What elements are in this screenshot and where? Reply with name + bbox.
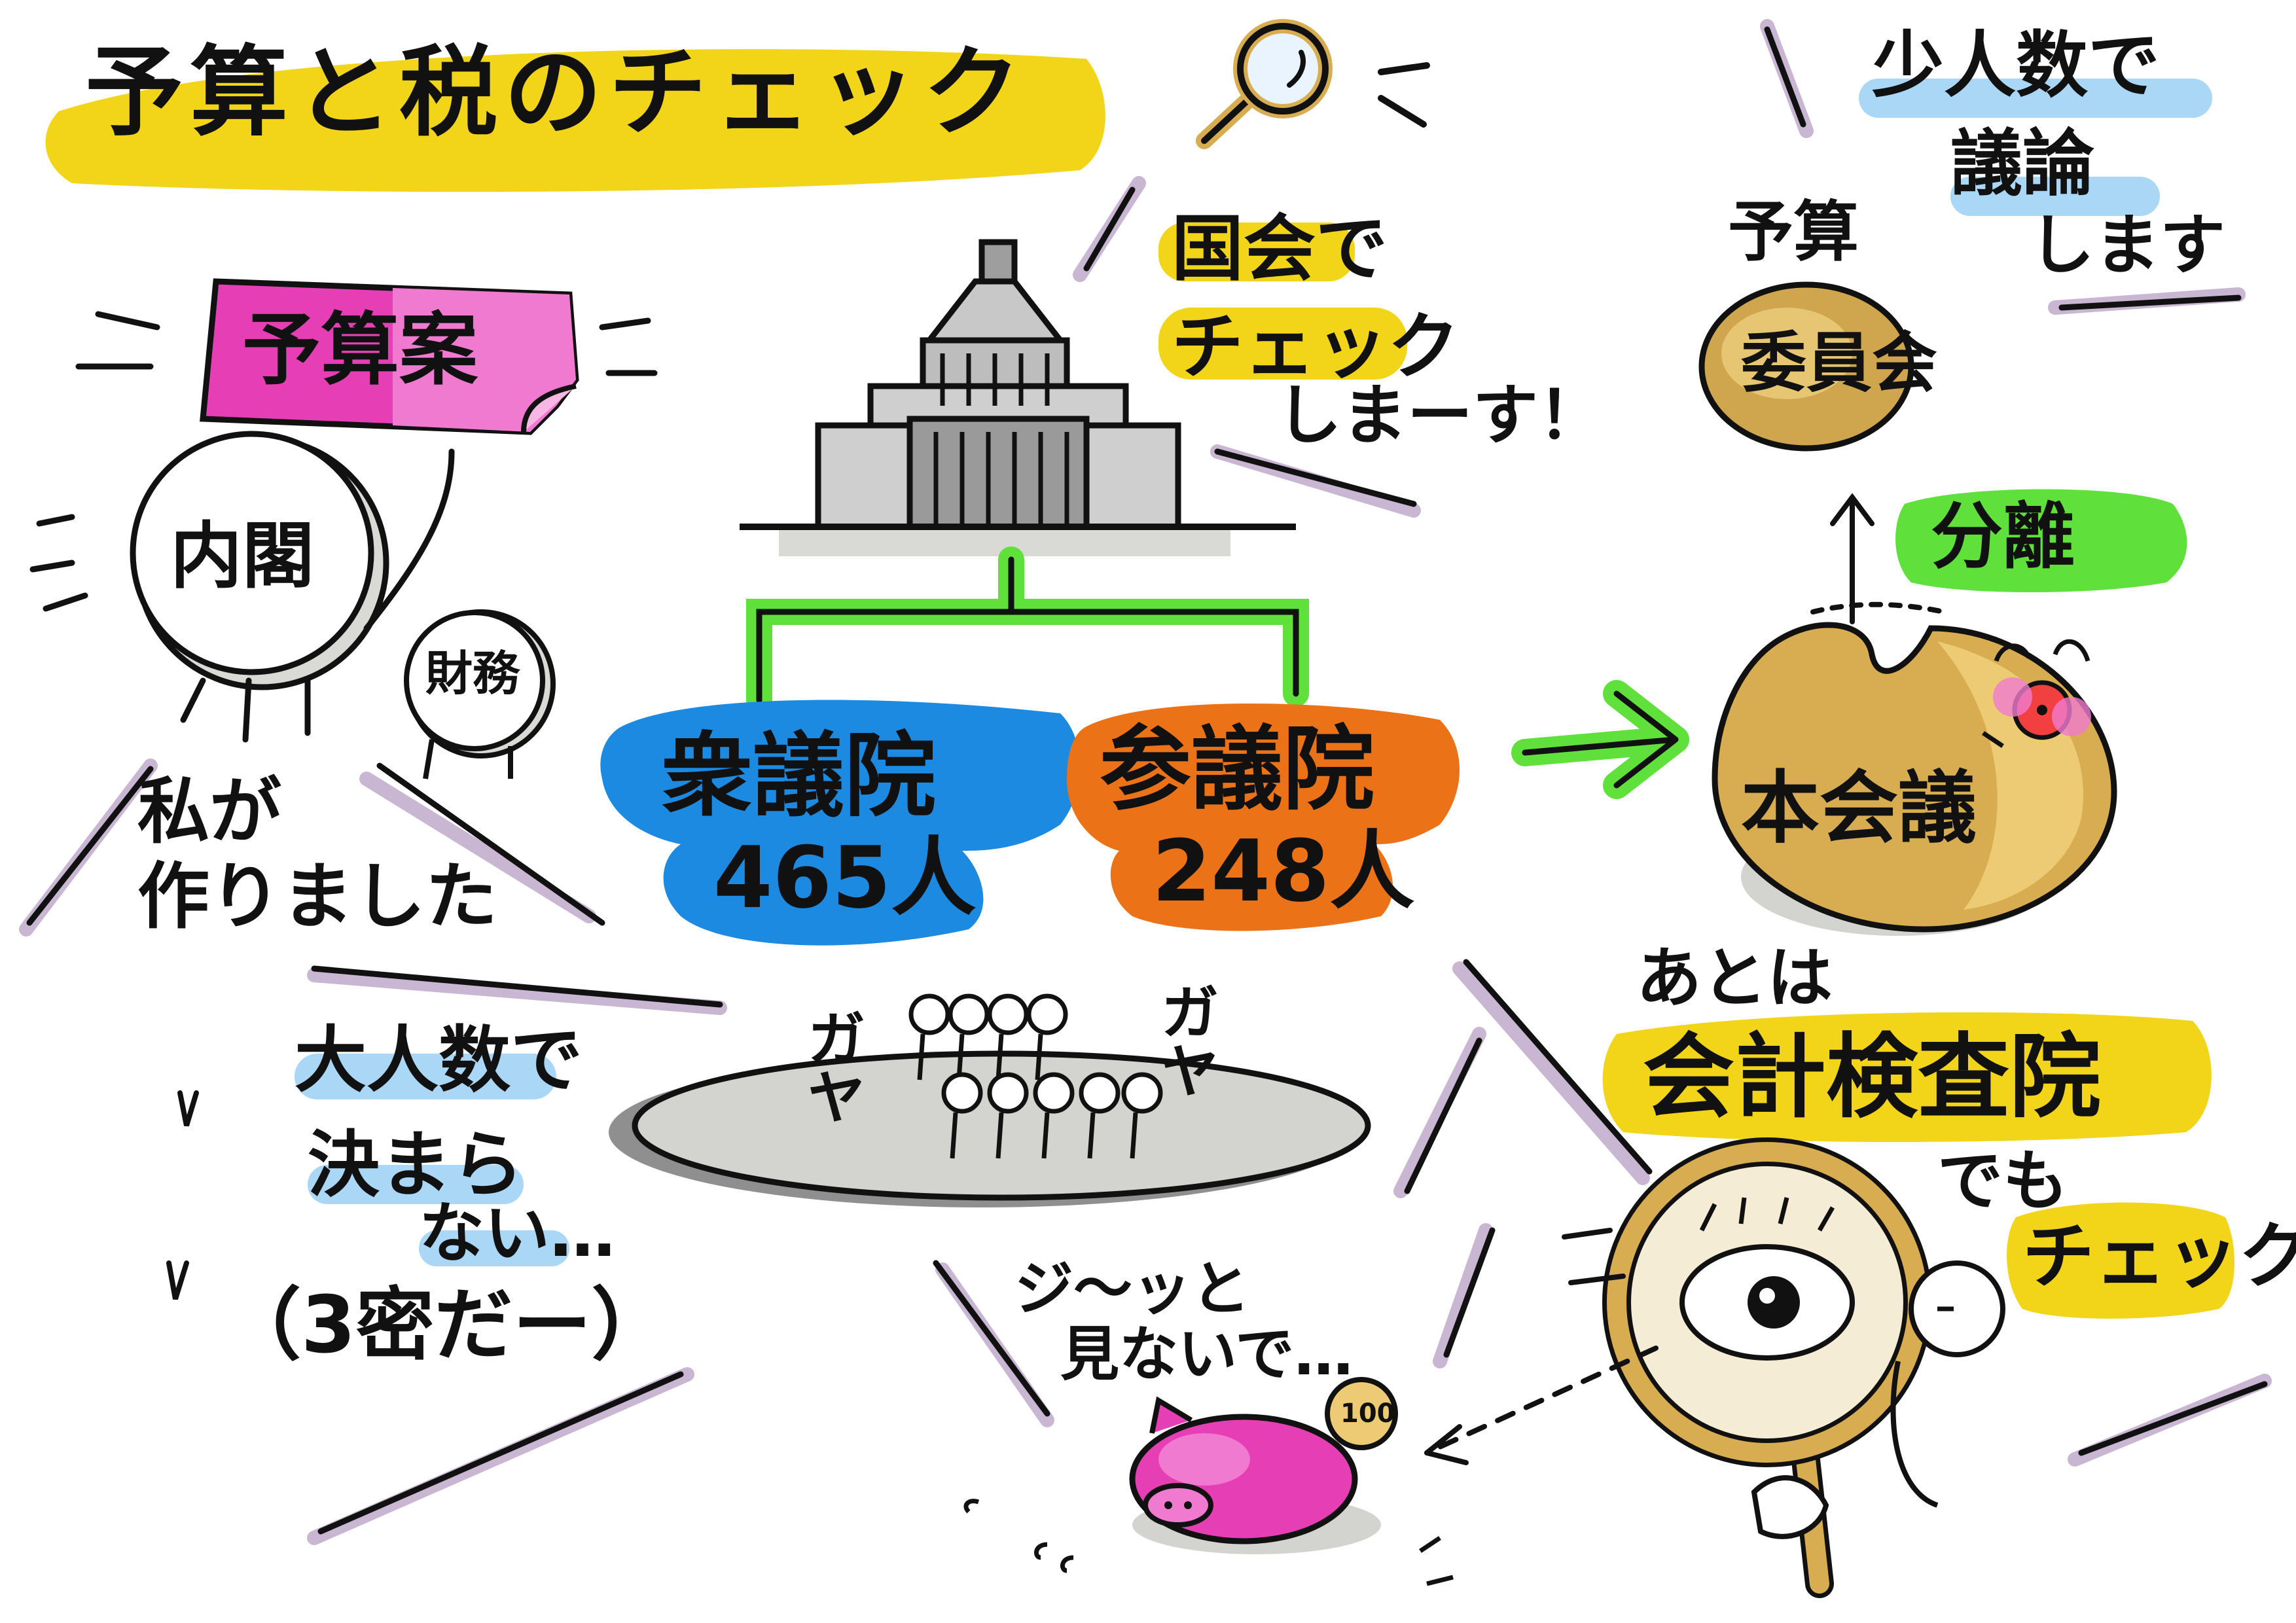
budget-paper — [75, 278, 658, 435]
crowd-caption-highlight — [295, 1054, 556, 1099]
title-highlight — [45, 49, 1105, 192]
committee-label-1: 予算 — [1728, 194, 1859, 270]
coin-label: 100 — [1340, 1399, 1395, 1429]
lower-house-name: 衆議院 — [661, 723, 937, 830]
check-line-2: チェック！ — [2022, 1215, 2296, 1298]
few-people-highlight — [1950, 177, 2160, 216]
lower-house-count: 465人 — [713, 828, 977, 927]
diet-check-highlight — [1158, 308, 1407, 380]
few-people-line-3: します — [2029, 207, 2225, 283]
finance-figure — [404, 609, 556, 779]
separation-highlight — [1895, 489, 2187, 592]
committee-oval — [1698, 281, 1914, 452]
page-title: 予算と税のチェック — [85, 36, 1028, 150]
crowd-caption-line-2: 決まら — [308, 1123, 524, 1207]
crowd-table — [609, 1050, 1371, 1207]
made-by-me-line-2: 作りました — [137, 855, 497, 938]
budget-paper-label: 予算案 — [242, 305, 478, 396]
few-people-line-1: 少人数で — [1872, 24, 2160, 107]
diet-check-line-2: チェック — [1172, 305, 1460, 389]
plenary-label: 本会議 — [1741, 763, 1977, 854]
dashed-sightline — [1424, 1228, 1659, 1465]
few-people-line-2: 議論 — [1950, 122, 2094, 205]
crowd-noise-right: ガヤ — [1150, 982, 1219, 1099]
check-highlight — [2007, 1202, 2234, 1319]
magnifier-icon — [1196, 19, 1430, 149]
lower-house-blob — [600, 700, 1080, 946]
upper-house-name: 参議院 — [1100, 717, 1375, 823]
crowd-people — [908, 993, 1163, 1159]
audit-highlight — [1602, 1012, 2212, 1142]
right-arrow-icon — [1511, 680, 1689, 799]
crowd-caption-line-3: ない… — [419, 1195, 615, 1272]
crowd-caption-highlight — [419, 1230, 569, 1266]
piggy-bank-icon — [963, 1377, 1454, 1586]
made-by-me-line-1: 私が — [137, 770, 281, 853]
crowd-caption-line-4: （3密だー） — [223, 1280, 670, 1371]
few-people-highlight — [1859, 79, 2212, 118]
committee-label-2: 委員会 — [1741, 325, 1937, 401]
stare-line-2: 見ないで… — [1060, 1320, 1354, 1389]
separation-label: 分離 — [1931, 495, 2075, 579]
cabinet-label: 内閣 — [170, 514, 314, 598]
finance-label: 財務 — [425, 646, 520, 701]
ink-strokes — [26, 26, 2268, 1535]
upper-house-blob — [1067, 704, 1460, 931]
house-connector — [746, 546, 1309, 713]
stare-line-1: ジ〜ッと — [1014, 1255, 1250, 1323]
upper-house-count: 248人 — [1152, 821, 1415, 921]
crowd-caption-highlight — [308, 1165, 524, 1204]
up-arrow-icon — [1810, 493, 1946, 624]
cabinet-figure — [29, 431, 455, 743]
check-line-1: でも — [1937, 1143, 2068, 1219]
also-label: あとは — [1636, 940, 1833, 1016]
crowd-noise-left: ガヤ — [797, 1008, 865, 1126]
plenary-circle — [1712, 622, 2117, 936]
diet-check-line-3: しまーす！ — [1276, 377, 1604, 454]
diet-building-icon — [740, 239, 1296, 556]
check-ticks — [166, 1090, 199, 1300]
diet-check-line-1: 国会で — [1172, 207, 1388, 291]
diet-check-highlight — [1158, 223, 1355, 281]
crowd-caption-line-1: 大人数で — [295, 1018, 583, 1102]
magnifier-icon — [1602, 1137, 2005, 1598]
audit-board-label: 会計検査院 — [1643, 1024, 2102, 1131]
